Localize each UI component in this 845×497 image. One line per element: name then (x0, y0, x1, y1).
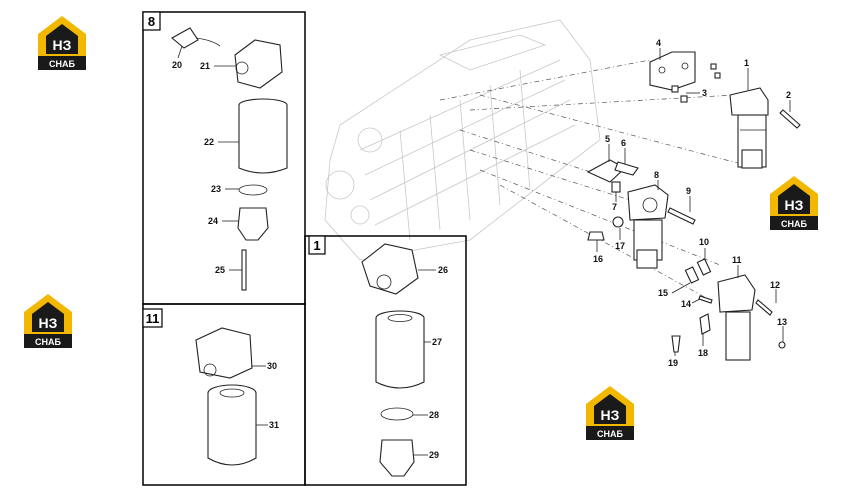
label-4: 4 (656, 38, 661, 48)
pin-part-14 (698, 295, 713, 304)
label-2: 2 (786, 90, 791, 100)
svg-text:11: 11 (146, 311, 160, 326)
bolt-part-2 (779, 109, 801, 129)
assembly-lines (439, 59, 746, 301)
logo-right: НЗ СНАБ (770, 176, 818, 230)
logo-top-left: НЗ СНАБ (38, 16, 86, 70)
svg-text:СНАБ: СНАБ (49, 59, 75, 69)
part-labels: 20 21 22 23 24 25 26 27 28 29 30 31 1 2 … (172, 38, 791, 460)
label-15: 15 (658, 288, 668, 298)
label-16: 16 (593, 254, 603, 264)
svg-text:СНАБ: СНАБ (35, 337, 61, 347)
label-17: 17 (615, 241, 625, 251)
label-11: 11 (732, 255, 742, 265)
label-21: 21 (200, 61, 210, 71)
clip-part-6 (614, 161, 639, 176)
svg-text:СНАБ: СНАБ (781, 219, 807, 229)
label-31: 31 (269, 420, 279, 430)
label-23: 23 (211, 184, 221, 194)
bolt-part-16 (587, 231, 605, 241)
bolt-part-9 (667, 207, 696, 225)
label-25: 25 (215, 265, 225, 275)
logo-mid-left: НЗ СНАБ (24, 294, 72, 348)
bracket-part-4 (649, 51, 696, 91)
bracket-part-18 (699, 313, 711, 335)
label-3: 3 (702, 88, 707, 98)
bolt-part-19 (671, 335, 681, 353)
svg-text:НЗ: НЗ (785, 197, 804, 213)
label-27: 27 (432, 337, 442, 347)
label-1: 1 (744, 58, 749, 68)
svg-text:8: 8 (148, 14, 155, 29)
svg-text:НЗ: НЗ (39, 315, 58, 331)
label-5: 5 (605, 134, 610, 144)
label-18: 18 (698, 348, 708, 358)
label-20: 20 (172, 60, 182, 70)
sleeve-part-15 (684, 266, 700, 284)
sleeve-part-10 (696, 258, 712, 276)
label-14: 14 (681, 299, 691, 309)
filter-assembly-8 (627, 184, 669, 269)
label-24: 24 (208, 216, 218, 226)
svg-text:НЗ: НЗ (53, 37, 72, 53)
label-13: 13 (777, 317, 787, 327)
bolts-part-3 (671, 63, 721, 103)
svg-text:1: 1 (313, 238, 320, 253)
label-10: 10 (699, 237, 709, 247)
label-29: 29 (429, 450, 439, 460)
label-7: 7 (612, 202, 617, 212)
bolt-part-13 (778, 341, 786, 349)
svg-text:СНАБ: СНАБ (597, 429, 623, 439)
kit-box-11: 11 (142, 303, 306, 486)
svg-text:НЗ: НЗ (601, 407, 620, 423)
logo-bottom: НЗ СНАБ (586, 386, 634, 440)
engine-block-ghost (324, 19, 601, 261)
label-6: 6 (621, 138, 626, 148)
label-28: 28 (429, 410, 439, 420)
label-8: 8 (654, 170, 659, 180)
kit-box-1: 1 (304, 235, 467, 486)
label-12: 12 (770, 280, 780, 290)
label-26: 26 (438, 265, 448, 275)
kit-box-8: 8 (142, 11, 306, 305)
washer-part-17 (612, 216, 624, 228)
label-9: 9 (686, 186, 691, 196)
label-19: 19 (668, 358, 678, 368)
filter-assembly-1 (729, 87, 769, 169)
bolt-part-7 (611, 181, 621, 193)
bolt-part-12 (755, 299, 773, 316)
label-22: 22 (204, 137, 214, 147)
label-30: 30 (267, 361, 277, 371)
filter-assembly-11 (717, 274, 756, 361)
